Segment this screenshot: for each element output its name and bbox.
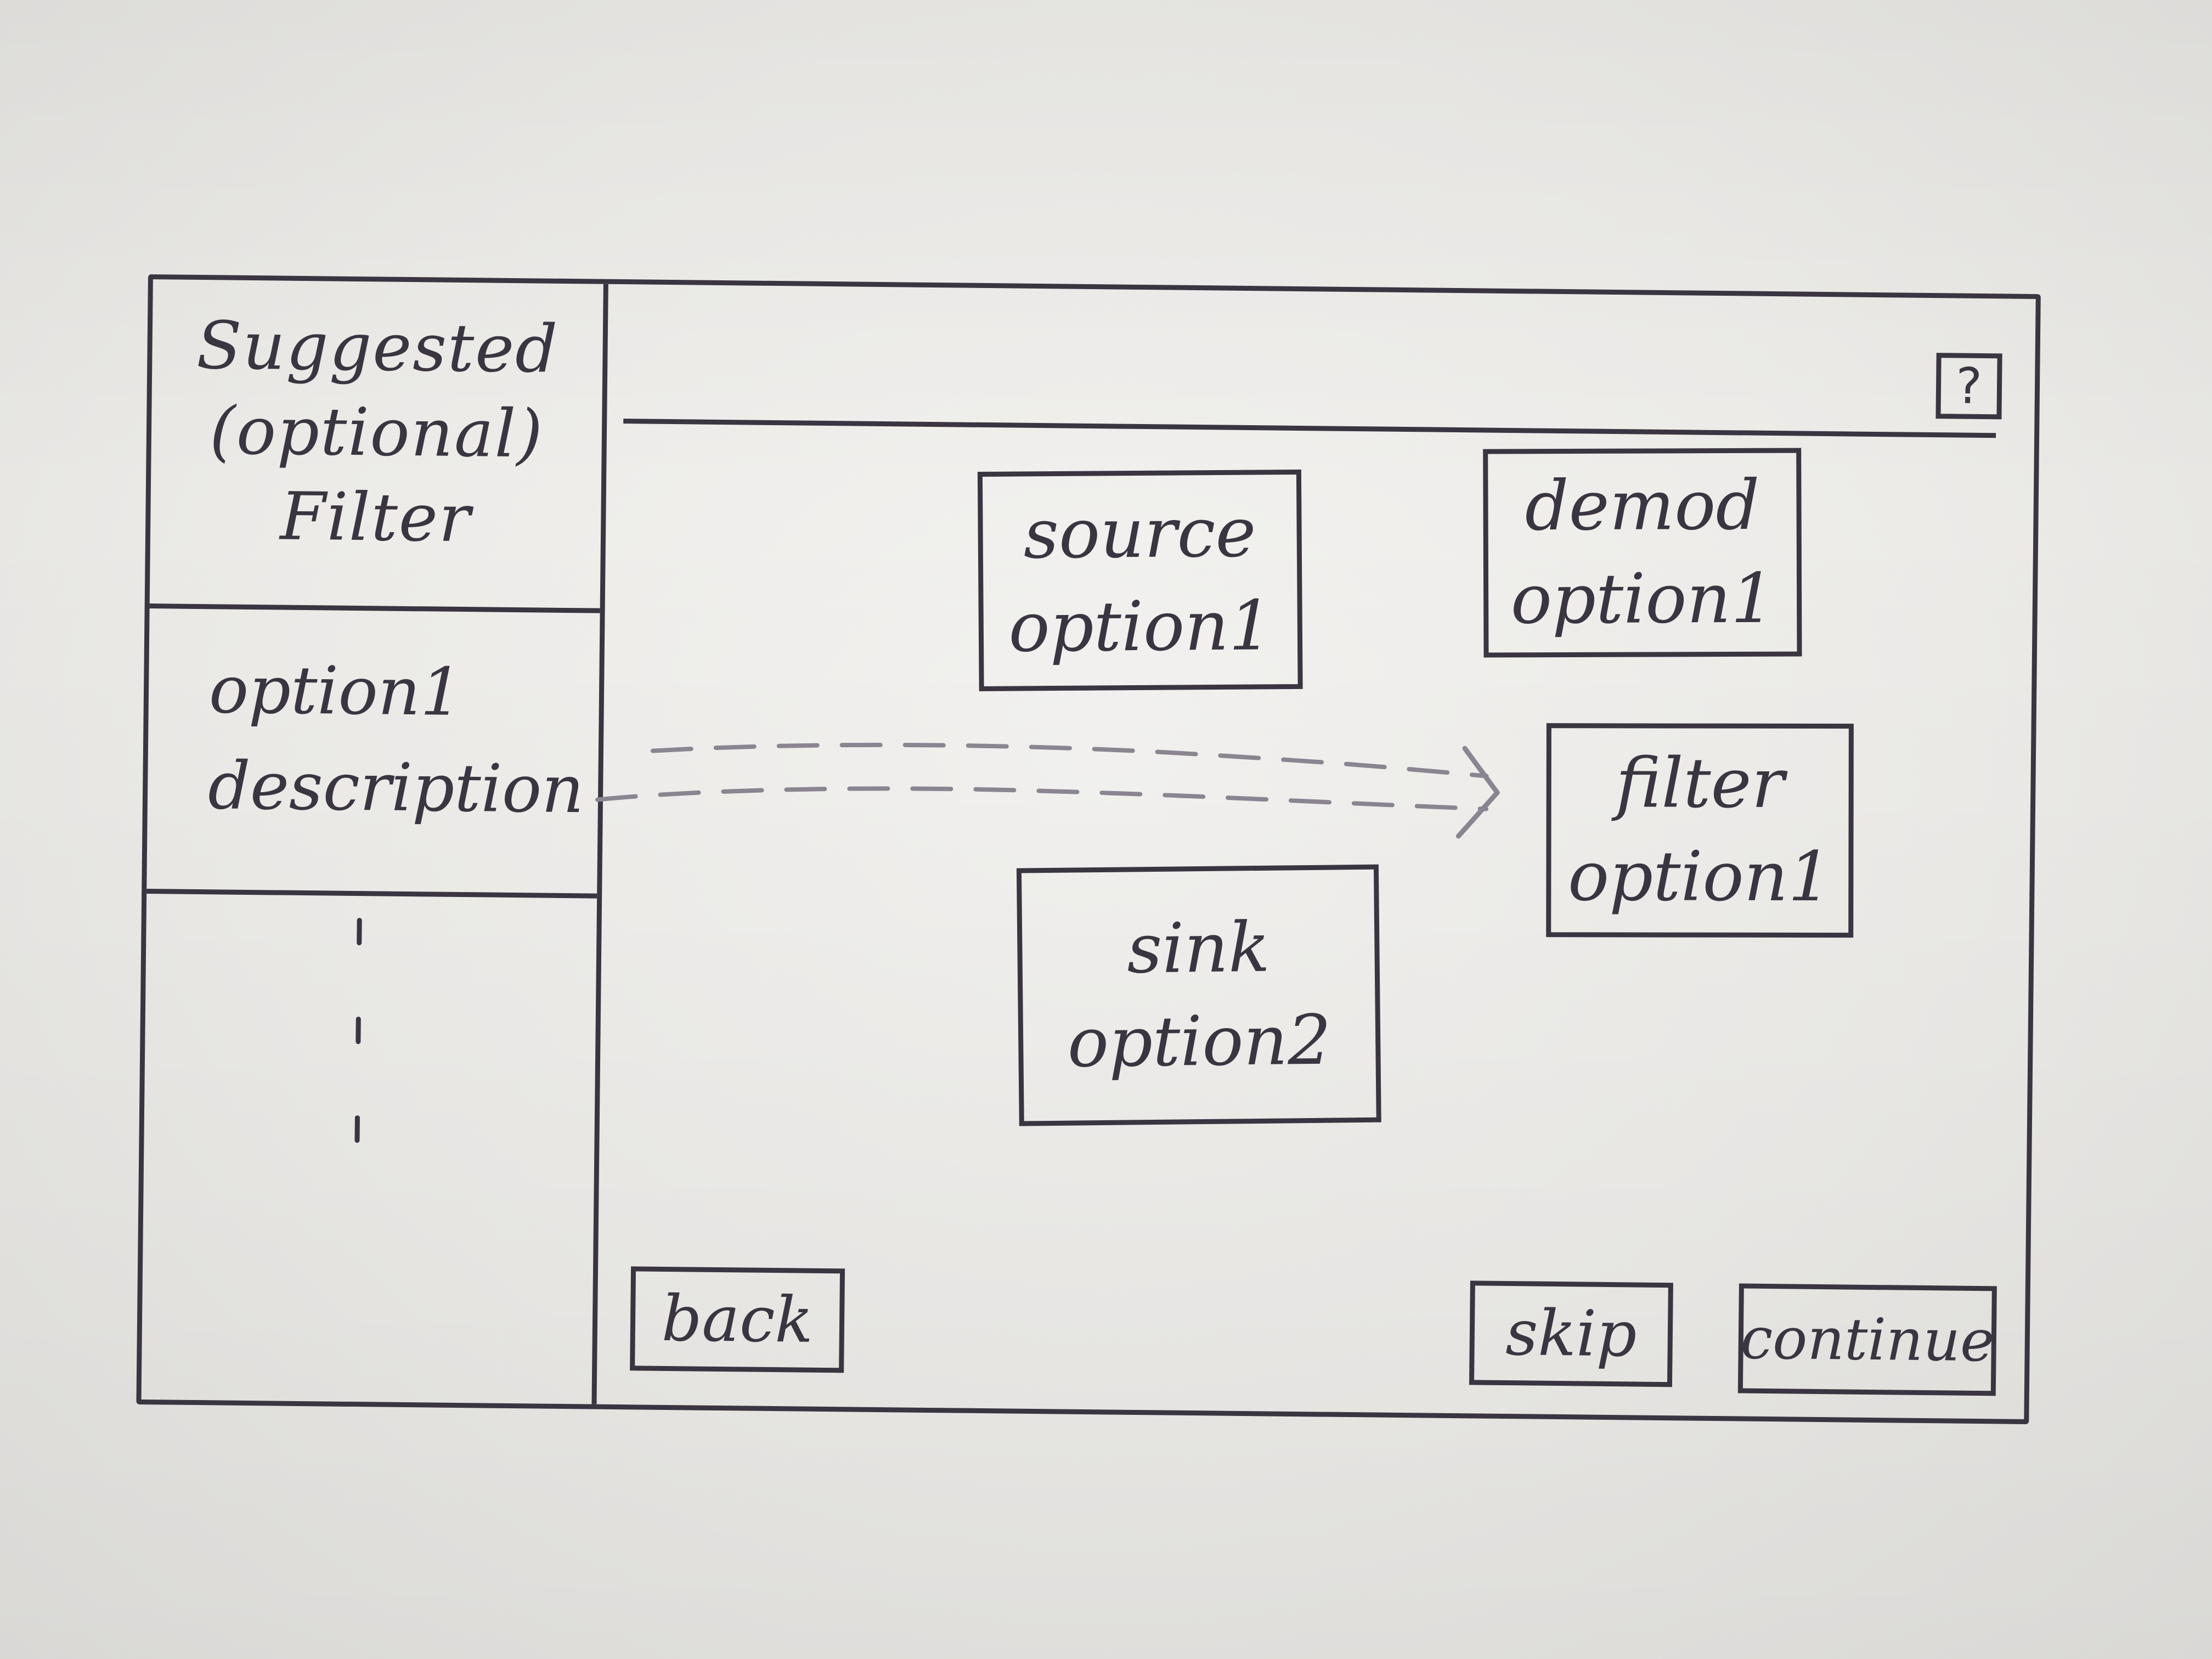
demod-block[interactable]: demod option1 xyxy=(1483,448,1802,658)
sidebar-item-option1[interactable]: option1 description xyxy=(146,608,600,899)
filter-sidebar: Suggested (optional) Filter option1 desc… xyxy=(141,279,608,1404)
filter-block-title: filter xyxy=(1615,743,1785,823)
continue-button[interactable]: continue xyxy=(1737,1283,1997,1396)
sidebar-title-line-3: Filter xyxy=(279,478,472,557)
sink-block-title: sink xyxy=(1126,907,1271,989)
drag-arrow-icon xyxy=(595,742,1500,839)
main-canvas: ? source option1 demod option1 filter op… xyxy=(595,284,2035,1419)
top-bar: ? xyxy=(623,284,2002,438)
option-description: description xyxy=(207,748,585,828)
wizard-window: Suggested (optional) Filter option1 desc… xyxy=(136,274,2041,1425)
filter-block-option: option1 xyxy=(1567,837,1832,917)
sidebar-title: Suggested (optional) Filter xyxy=(149,279,603,613)
help-icon: ? xyxy=(1955,357,1983,415)
sink-block[interactable]: sink option2 xyxy=(1016,864,1381,1126)
source-block[interactable]: source option1 xyxy=(977,469,1303,692)
help-button[interactable]: ? xyxy=(1936,353,2002,420)
sink-block-option: option2 xyxy=(1067,1000,1332,1083)
source-block-option: option1 xyxy=(1008,586,1273,668)
demod-block-option: option1 xyxy=(1510,558,1775,640)
back-button[interactable]: back xyxy=(630,1266,845,1373)
sidebar-title-line-2: (optional) xyxy=(209,393,544,473)
filter-block[interactable]: filter option1 xyxy=(1546,723,1854,938)
source-block-title: source xyxy=(1023,493,1256,574)
sidebar-title-line-1: Suggested xyxy=(196,307,559,388)
skip-button[interactable]: skip xyxy=(1469,1280,1673,1387)
more-options-ellipsis xyxy=(347,918,371,1148)
option-title: option1 xyxy=(208,652,463,731)
demod-block-title: demod xyxy=(1525,465,1760,546)
